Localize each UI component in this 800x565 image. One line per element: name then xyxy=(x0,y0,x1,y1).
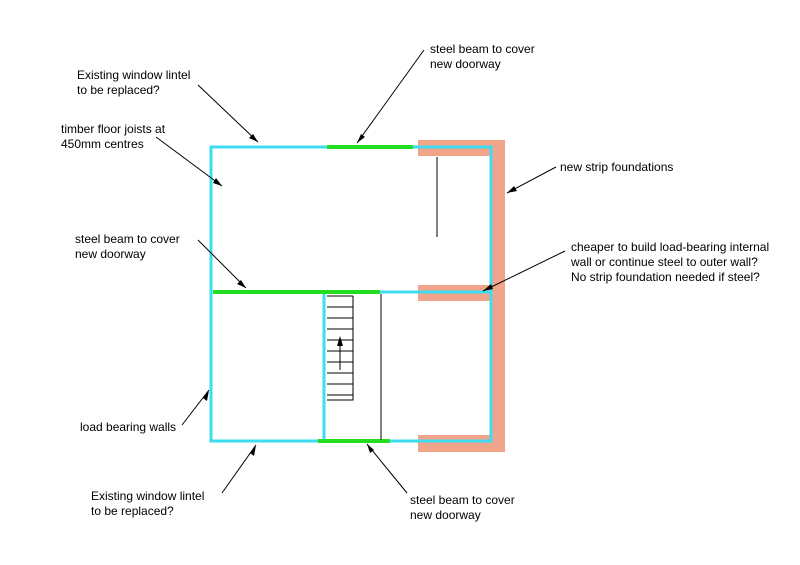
label-beam-bottom: steel beam to cover new doorway xyxy=(410,493,518,522)
foundation-bottom-return xyxy=(418,435,505,452)
staircase xyxy=(327,295,354,401)
leader-beam-left xyxy=(197,239,247,289)
label-beam-left: steel beam to cover new doorway xyxy=(75,232,183,261)
leader-load-walls xyxy=(181,389,210,426)
arrowhead-icon xyxy=(483,284,493,291)
leader-cheaper xyxy=(482,250,566,292)
label-lintel-bottom: Existing window lintel to be replaced? xyxy=(91,489,208,518)
arrowhead-icon xyxy=(237,280,246,288)
label-foundations: new strip foundations xyxy=(560,160,673,174)
leader-beam-top xyxy=(356,49,425,144)
arrowhead-icon xyxy=(250,445,256,456)
arrowhead-icon xyxy=(357,134,365,143)
steel-beams xyxy=(213,145,413,443)
leader-lines xyxy=(155,49,566,494)
label-cheaper-question: cheaper to build load-bearing internal w… xyxy=(570,240,772,284)
stair-outline xyxy=(327,296,354,401)
label-joists: timber floor joists at 450mm centres xyxy=(61,122,168,151)
arrowhead-icon xyxy=(213,178,222,186)
label-load-walls: load bearing walls xyxy=(80,420,176,434)
label-beam-top: steel beam to cover new doorway xyxy=(430,42,538,71)
leader-beam-bottom xyxy=(366,443,408,494)
arrowhead-icon xyxy=(249,134,258,142)
leader-lintel-top xyxy=(197,84,259,143)
stair-direction-arrow-icon xyxy=(337,336,343,346)
arrowhead-icon xyxy=(507,186,517,193)
interior-lines xyxy=(380,157,438,440)
leader-joists xyxy=(155,136,223,187)
annotations: Existing window lintel to be replaced? t… xyxy=(61,42,772,522)
arrowhead-icon xyxy=(203,390,209,401)
load-bearing-walls xyxy=(209,145,493,443)
label-lintel-top: Existing window lintel to be replaced? xyxy=(77,68,194,97)
strip-foundations xyxy=(418,140,505,452)
arrowhead-icon xyxy=(367,444,374,453)
